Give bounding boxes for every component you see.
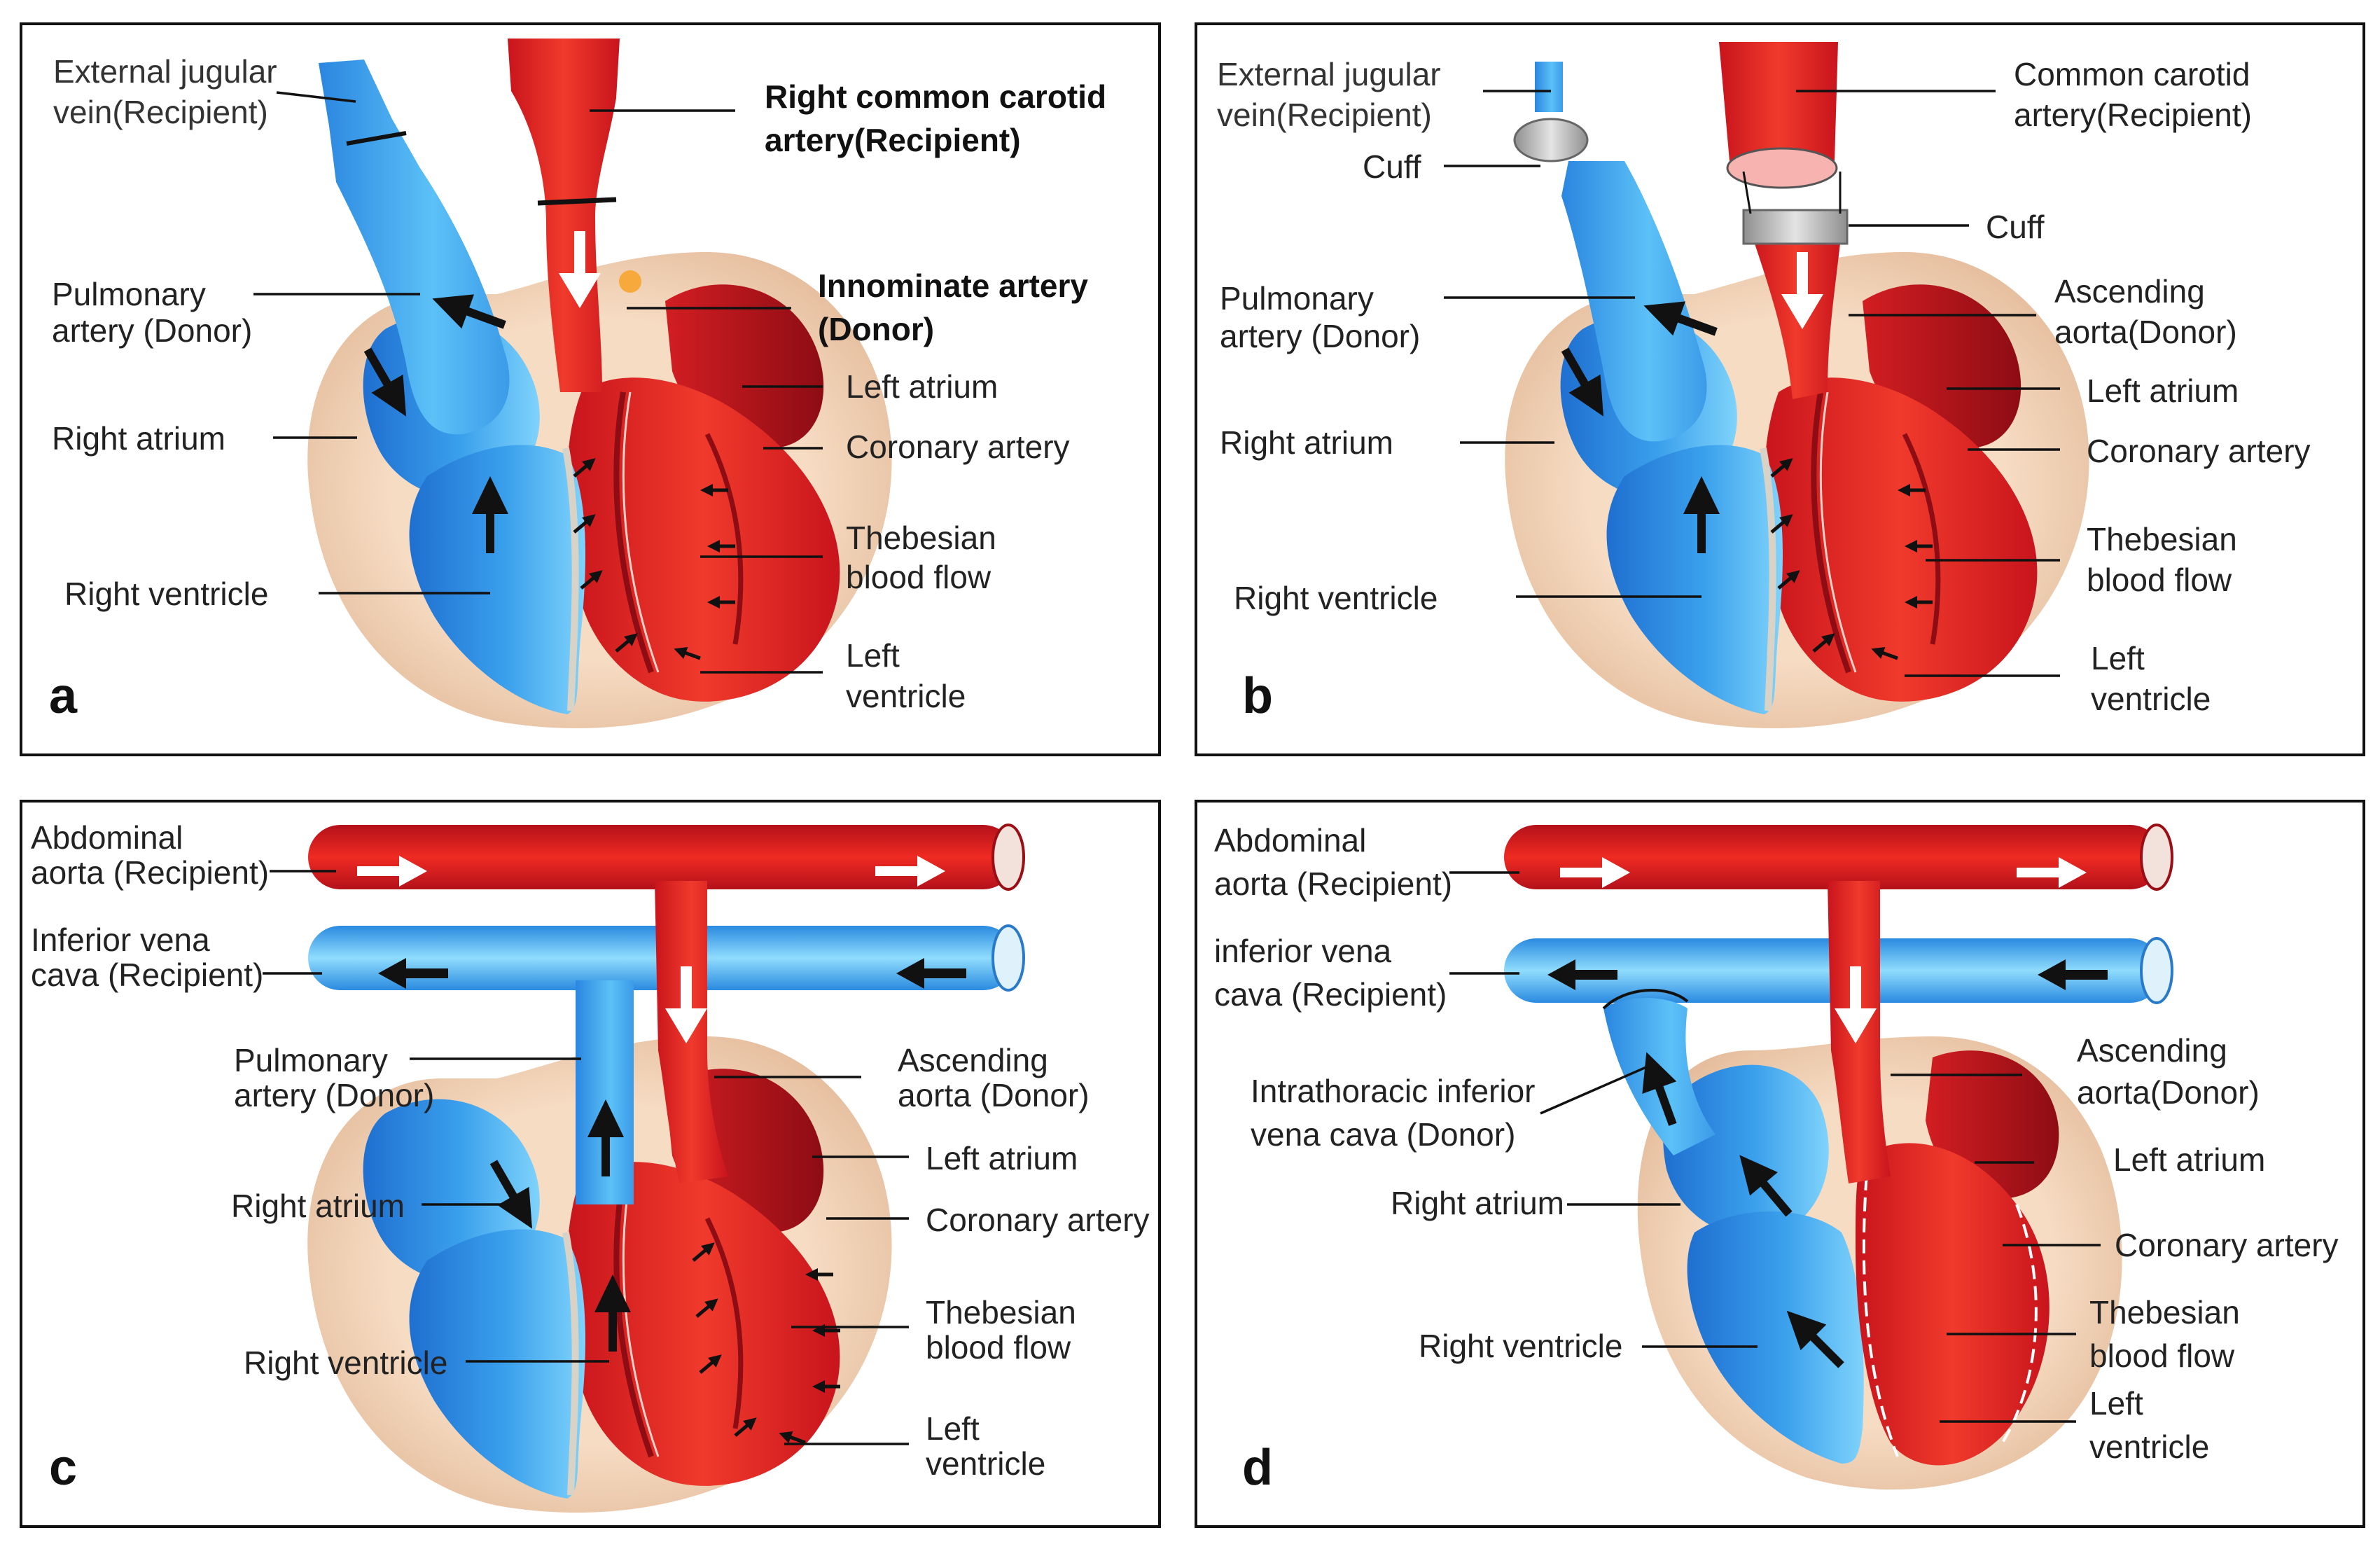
abdominal-aorta-d xyxy=(1504,825,2162,889)
label-a-carotid-1: Right common carotid xyxy=(765,78,1107,115)
label-a-right-ventricle: Right ventricle xyxy=(64,576,269,612)
label-c-asc-aorta-1: Ascending xyxy=(898,1042,1048,1078)
label-c-left-ventricle-1: Left xyxy=(926,1410,980,1447)
label-a-left-ventricle-2: ventricle xyxy=(846,678,966,714)
cuff-right xyxy=(1742,209,1849,245)
label-a-pulm-2: artery (Donor) xyxy=(52,312,253,349)
label-d-abd-aorta-2: aorta (Recipient) xyxy=(1214,866,1453,902)
cuff-left xyxy=(1513,118,1589,162)
label-b-ext-jugular-2: vein(Recipient) xyxy=(1217,97,1432,133)
panel-d-letter: d xyxy=(1242,1440,1273,1496)
label-a-coronary: Coronary artery xyxy=(846,429,1070,465)
label-c-right-ventricle: Right ventricle xyxy=(244,1345,448,1381)
right-ventricle-shape-d xyxy=(1687,1211,1864,1464)
label-c-ivc-1: Inferior vena xyxy=(31,922,210,958)
label-c-thebesian-1: Thebesian xyxy=(926,1294,1076,1331)
label-d-left-ventricle-1: Left xyxy=(2089,1385,2143,1422)
label-b-pulm-1: Pulmonary xyxy=(1220,280,1374,317)
jugular-vein-a xyxy=(319,60,510,435)
label-a-thebesian-1: Thebesian xyxy=(846,520,996,556)
panel-a-letter: a xyxy=(49,668,78,724)
label-b-left-ventricle-1: Left xyxy=(2091,640,2145,676)
label-d-thebesian-1: Thebesian xyxy=(2089,1294,2240,1331)
label-d-abd-aorta-1: Abdominal xyxy=(1214,822,1367,859)
label-d-asc-aorta-2: aorta(Donor) xyxy=(2077,1074,2260,1111)
label-c-coronary: Coronary artery xyxy=(926,1202,1150,1238)
label-b-right-ventricle: Right ventricle xyxy=(1234,580,1438,616)
panel-b-letter: b xyxy=(1242,668,1273,724)
carotid-artery-b xyxy=(1719,42,1838,161)
panel-b-drawing xyxy=(1505,42,2089,728)
label-b-thebesian-2: blood flow xyxy=(2087,562,2232,598)
panel-b-leader-lines xyxy=(1444,90,2060,677)
panel-a-drawing xyxy=(307,39,891,728)
label-a-carotid-2: artery(Recipient) xyxy=(765,122,1021,158)
label-d-right-ventricle: Right ventricle xyxy=(1419,1328,1623,1364)
label-a-left-ventricle-1: Left xyxy=(846,637,900,674)
label-a-left-atrium: Left atrium xyxy=(846,368,998,405)
panel-d-drawing xyxy=(1504,824,2173,1490)
label-b-left-atrium: Left atrium xyxy=(2087,373,2239,409)
label-b-cuff-right: Cuff xyxy=(1986,209,2045,245)
label-b-left-ventricle-2: ventricle xyxy=(2091,681,2211,717)
label-b-pulm-2: artery (Donor) xyxy=(1220,318,1421,354)
panel-c-leader-lines xyxy=(263,870,909,1445)
panel-a-leader-lines xyxy=(253,91,823,674)
label-d-left-atrium: Left atrium xyxy=(2113,1141,2266,1178)
label-b-cuff-left: Cuff xyxy=(1363,148,1421,185)
label-a-right-atrium: Right atrium xyxy=(52,420,225,457)
label-d-asc-aorta-1: Ascending xyxy=(2077,1032,2227,1069)
label-b-ext-jugular-1: External jugular xyxy=(1217,56,1441,92)
label-c-left-ventricle-2: ventricle xyxy=(926,1445,1046,1482)
label-d-ivc-1: inferior vena xyxy=(1214,933,1392,969)
label-c-asc-aorta-2: aorta (Donor) xyxy=(898,1077,1090,1113)
label-d-intrathoracic-1: Intrathoracic inferior xyxy=(1251,1073,1536,1109)
label-a-ext-jugular-2: vein(Recipient) xyxy=(53,94,268,130)
abdominal-aorta-c xyxy=(308,825,1015,889)
label-c-pulm-2: artery (Donor) xyxy=(234,1077,435,1113)
panel-c-drawing xyxy=(307,824,1025,1513)
label-d-ivc-2: cava (Recipient) xyxy=(1214,976,1447,1013)
label-c-abd-aorta-1: Abdominal xyxy=(31,819,183,856)
panel-c-letter: c xyxy=(49,1440,78,1496)
label-d-thebesian-2: blood flow xyxy=(2089,1338,2235,1374)
label-c-ivc-2: cava (Recipient) xyxy=(31,957,264,993)
carotid-artery-a xyxy=(508,39,620,392)
pulmonary-artery-c xyxy=(576,980,634,1204)
label-a-ext-jugular-1: External jugular xyxy=(53,53,277,90)
left-ventricle-shape-d xyxy=(1856,1143,2050,1466)
label-c-left-atrium: Left atrium xyxy=(926,1140,1078,1176)
pulmonary-artery-b xyxy=(1561,161,1707,442)
label-b-thebesian-1: Thebesian xyxy=(2087,521,2237,557)
panel-d-leader-lines xyxy=(1449,871,2101,1423)
label-d-right-atrium: Right atrium xyxy=(1391,1185,1564,1221)
label-b-asc-aorta-1: Ascending xyxy=(2054,273,2205,310)
label-d-left-ventricle-2: ventricle xyxy=(2089,1429,2210,1465)
label-b-coronary: Coronary artery xyxy=(2087,433,2311,469)
label-a-innominate-1: Innominate artery xyxy=(818,268,1088,304)
label-a-pulm-1: Pulmonary xyxy=(52,276,206,312)
label-b-asc-aorta-2: aorta(Donor) xyxy=(2054,314,2237,350)
label-a-thebesian-2: blood flow xyxy=(846,559,991,595)
jugular-vein-b xyxy=(1535,62,1563,112)
label-c-thebesian-2: blood flow xyxy=(926,1329,1071,1366)
label-b-right-atrium: Right atrium xyxy=(1220,424,1393,461)
label-c-right-atrium: Right atrium xyxy=(231,1188,405,1224)
label-c-pulm-1: Pulmonary xyxy=(234,1042,388,1078)
label-a-innominate-2: (Donor) xyxy=(818,311,935,347)
label-b-carotid-2: artery(Recipient) xyxy=(2014,97,2252,133)
right-atrium-shape-d xyxy=(1663,1064,1829,1237)
label-b-carotid-1: Common carotid xyxy=(2014,56,2250,92)
label-d-coronary: Coronary artery xyxy=(2115,1227,2339,1263)
label-d-intrathoracic-2: vena cava (Donor) xyxy=(1251,1116,1516,1153)
label-c-abd-aorta-2: aorta (Recipient) xyxy=(31,854,270,891)
